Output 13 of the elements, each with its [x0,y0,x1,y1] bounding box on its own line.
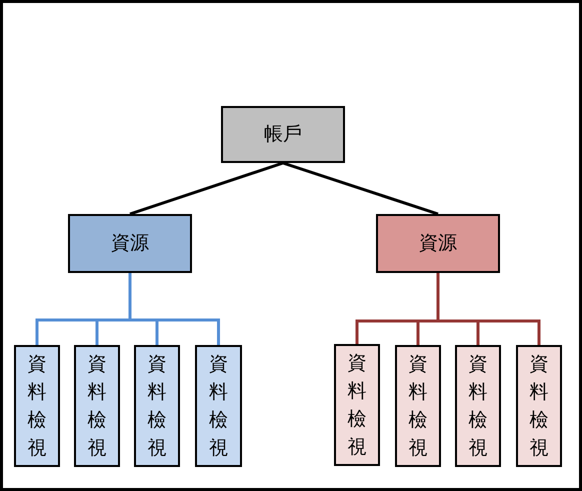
view-box: 資料檢視 [334,344,380,466]
property-box: 資源 [376,214,500,273]
view-box: 資料檢視 [14,345,60,467]
connector-line [282,162,438,216]
account-box: 帳戶 [221,106,345,163]
connector-line [130,162,284,216]
view-box: 資料檢視 [395,345,441,467]
view-box: 資料檢視 [195,345,242,467]
view-box: 資料檢視 [134,345,180,467]
view-box: 資料檢視 [516,345,562,467]
view-box: 資料檢視 [455,345,501,467]
view-box: 資料檢視 [74,345,120,467]
property-box: 資源 [68,214,192,273]
